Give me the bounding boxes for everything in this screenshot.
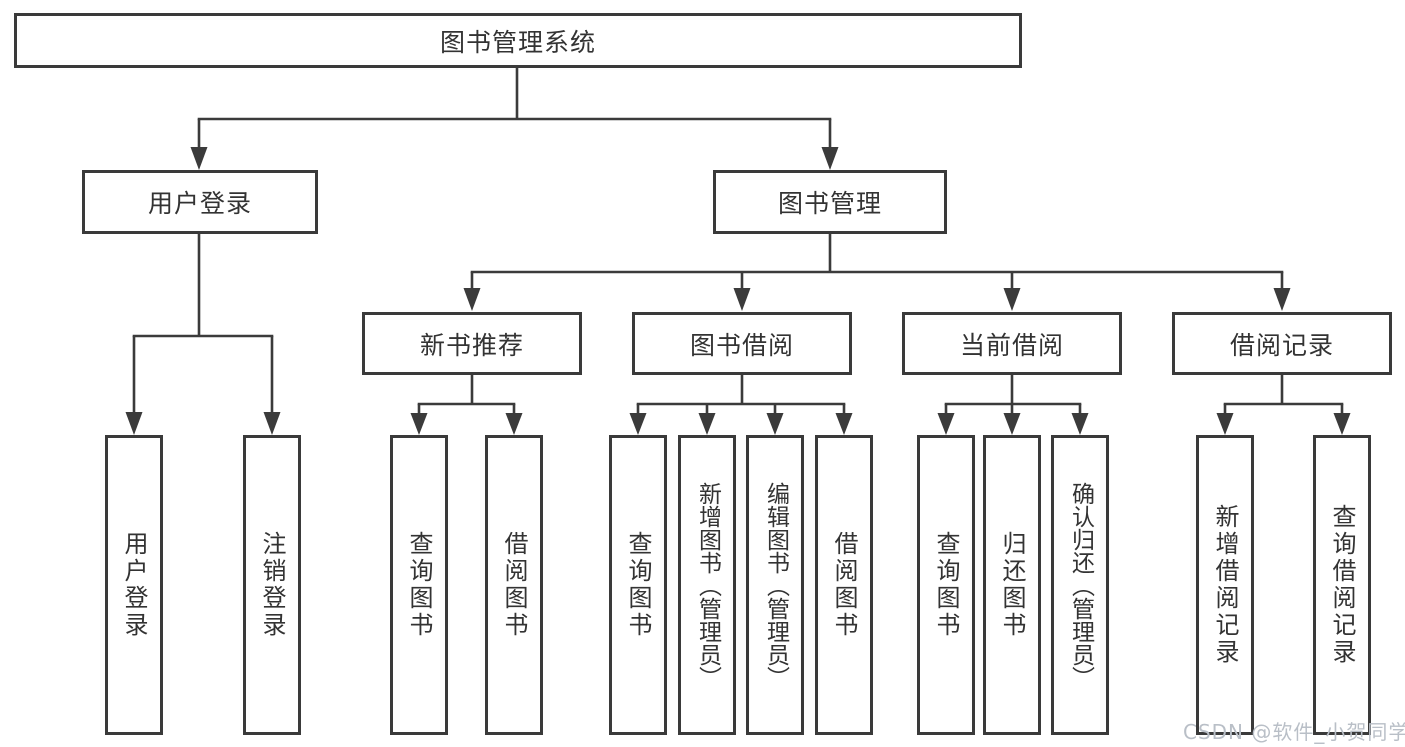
connector-root-to-level2: [190, 68, 839, 170]
leaf-br-query-borrow-record-label: 查询借阅记录: [1328, 504, 1356, 666]
node-new-book-recommend: 新书推荐: [362, 312, 582, 375]
leaf-br-add-borrow-record: 新增借阅记录: [1196, 435, 1254, 735]
connector-book-management-to-level3: [463, 233, 1291, 311]
node-root: 图书管理系统: [14, 13, 1022, 68]
node-current-borrow-label: 当前借阅: [959, 330, 1064, 360]
leaf-user-login: 用户登录: [105, 435, 163, 735]
node-book-management: 图书管理: [713, 170, 947, 234]
node-user-login: 用户登录: [82, 170, 318, 234]
leaf-cb-query-books: 查询图书: [917, 435, 975, 735]
leaf-br-add-borrow-record-label: 新增借阅记录: [1211, 504, 1239, 666]
leaf-logout: 注销登录: [243, 435, 301, 735]
leaf-br-query-borrow-record: 查询借阅记录: [1313, 435, 1371, 735]
leaf-bb-query-books: 查询图书: [609, 435, 667, 735]
leaf-user-login-label: 用户登录: [120, 531, 148, 639]
node-book-management-label: 图书管理: [777, 189, 882, 218]
connector-user-login-to-leaves: [125, 233, 281, 435]
leaf-bb-query-books-label: 查询图书: [624, 531, 652, 639]
connector-book-borrow-to-leaves: [629, 375, 853, 435]
node-borrow-records: 借阅记录: [1172, 312, 1392, 375]
node-user-login-label: 用户登录: [147, 189, 252, 218]
leaf-bb-edit-books-admin-label: 编辑图书（管理员）: [762, 481, 789, 689]
leaf-nb-query-books: 查询图书: [390, 435, 448, 735]
connector-new-book-recommend-to-leaves: [410, 375, 523, 435]
connector-current-borrow-to-leaves: [937, 375, 1089, 435]
leaf-cb-query-books-label: 查询图书: [932, 531, 960, 639]
node-book-borrow: 图书借阅: [632, 312, 852, 375]
leaf-bb-borrow-books-label: 借阅图书: [830, 531, 858, 639]
leaf-nb-query-books-label: 查询图书: [405, 531, 433, 639]
leaf-bb-add-books-admin-label: 新增图书（管理员）: [694, 481, 721, 689]
leaf-nb-borrow-books-label: 借阅图书: [500, 531, 528, 639]
connector-borrow-records-to-leaves: [1216, 375, 1351, 435]
node-new-book-recommend-label: 新书推荐: [419, 330, 524, 360]
csdn-watermark: CSDN @软件_小贺同学: [1183, 720, 1405, 744]
leaf-nb-borrow-books: 借阅图书: [485, 435, 543, 735]
leaf-bb-borrow-books: 借阅图书: [815, 435, 873, 735]
leaf-cb-return-books-label: 归还图书: [998, 531, 1026, 639]
node-borrow-records-label: 借阅记录: [1229, 330, 1334, 360]
leaf-bb-add-books-admin: 新增图书（管理员）: [678, 435, 736, 735]
leaf-cb-return-books: 归还图书: [983, 435, 1041, 735]
leaf-logout-label: 注销登录: [258, 531, 286, 639]
node-current-borrow: 当前借阅: [902, 312, 1122, 375]
leaf-cb-confirm-return-admin: 确认归还（管理员）: [1051, 435, 1109, 735]
node-root-label: 图书管理系统: [439, 27, 596, 57]
node-book-borrow-label: 图书借阅: [689, 330, 794, 360]
leaf-bb-edit-books-admin: 编辑图书（管理员）: [746, 435, 804, 735]
leaf-cb-confirm-return-admin-label: 确认归还（管理员）: [1067, 481, 1094, 689]
